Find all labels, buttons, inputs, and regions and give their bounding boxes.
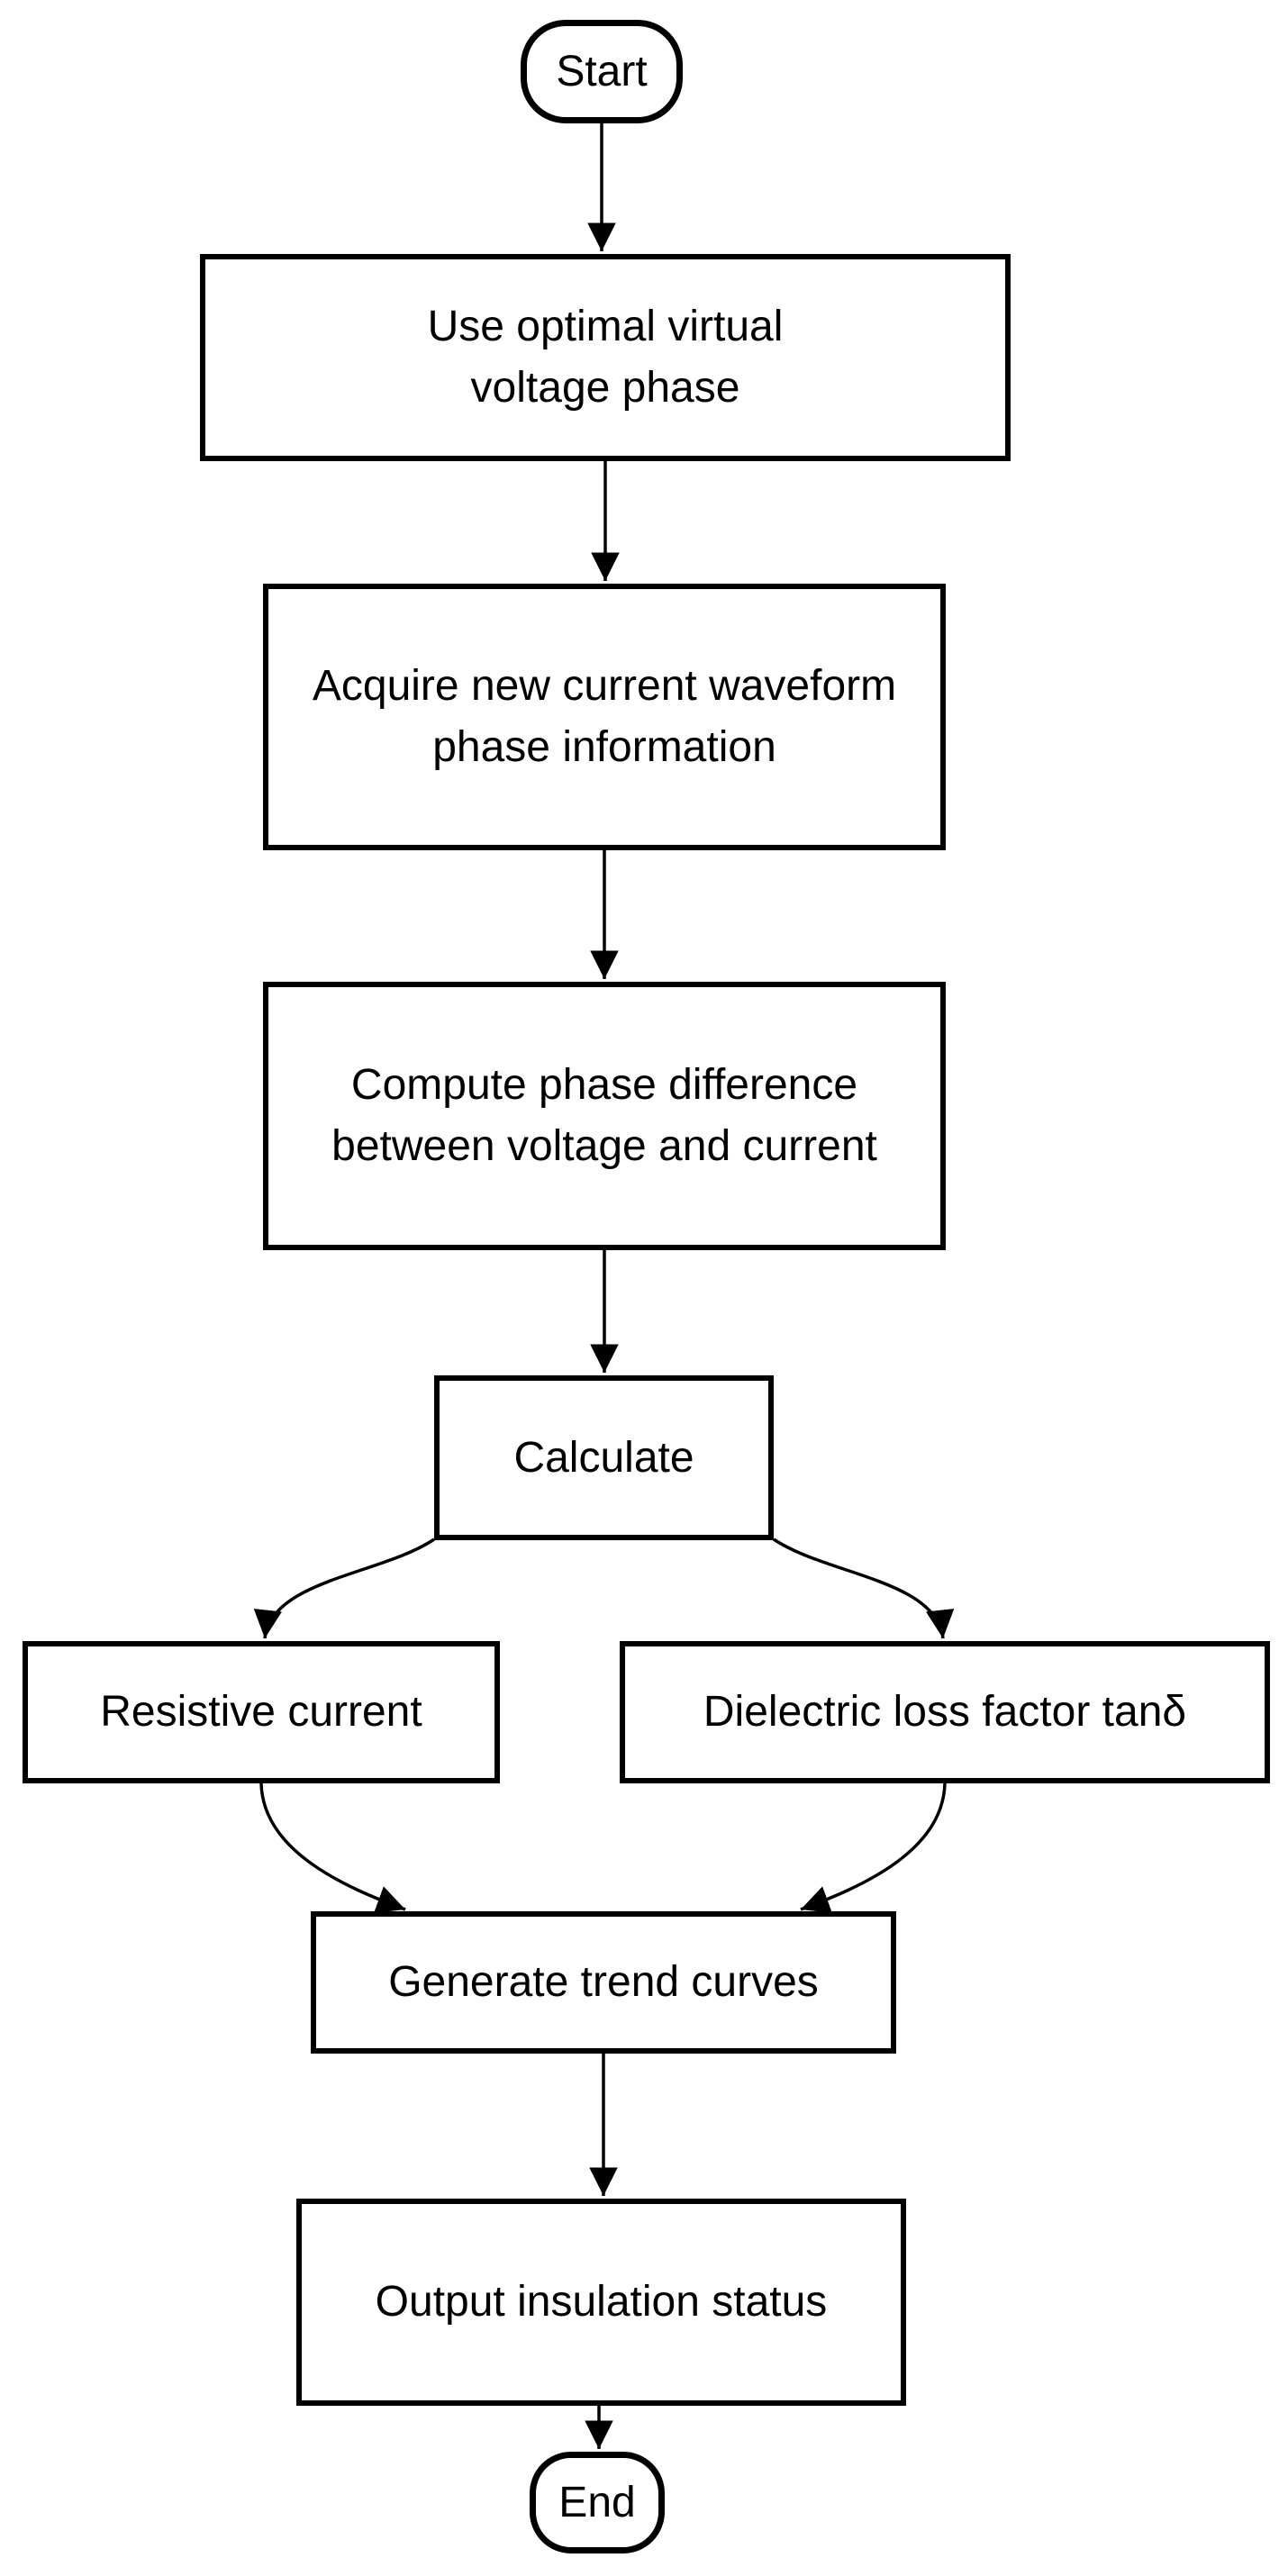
node-compute-phase-difference-label: Compute phase difference between voltage…: [331, 1061, 877, 1170]
node-end-label: End: [558, 2478, 636, 2526]
node-dielectric-loss-factor: Dielectric loss factor tanδ: [620, 1641, 1270, 1783]
node-acquire-current-waveform: Acquire new current waveform phase infor…: [263, 584, 946, 850]
node-generate-trend-curves-label: Generate trend curves: [388, 1958, 819, 2006]
arrow-resistive-current-to-generate: [259, 1782, 406, 1913]
node-generate-trend-curves: Generate trend curves: [311, 1911, 896, 2054]
arrow-calculate-to-dielectric-loss: [773, 1537, 955, 1639]
node-start: Start: [521, 20, 683, 123]
node-output-insulation-status-label: Output insulation status: [375, 2278, 828, 2326]
node-acquire-current-waveform-label: Acquire new current waveform phase infor…: [312, 662, 897, 771]
node-calculate: Calculate: [434, 1375, 774, 1540]
node-use-optimal-voltage-phase: Use optimal virtual voltage phase: [200, 254, 1011, 461]
node-resistive-current-label: Resistive current: [100, 1688, 422, 1736]
node-output-insulation-status: Output insulation status: [296, 2199, 906, 2406]
node-compute-phase-difference: Compute phase difference between voltage…: [263, 982, 946, 1250]
arrow-calculate-to-resistive-current: [253, 1537, 435, 1639]
node-use-optimal-voltage-phase-label: Use optimal virtual voltage phase: [427, 303, 784, 412]
node-dielectric-loss-factor-label: Dielectric loss factor tanδ: [703, 1688, 1187, 1736]
node-end: End: [530, 2452, 665, 2553]
node-start-label: Start: [556, 47, 648, 95]
arrow-dielectric-loss-to-generate: [800, 1782, 947, 1913]
node-calculate-label: Calculate: [513, 1433, 694, 1482]
node-resistive-current: Resistive current: [23, 1641, 500, 1783]
